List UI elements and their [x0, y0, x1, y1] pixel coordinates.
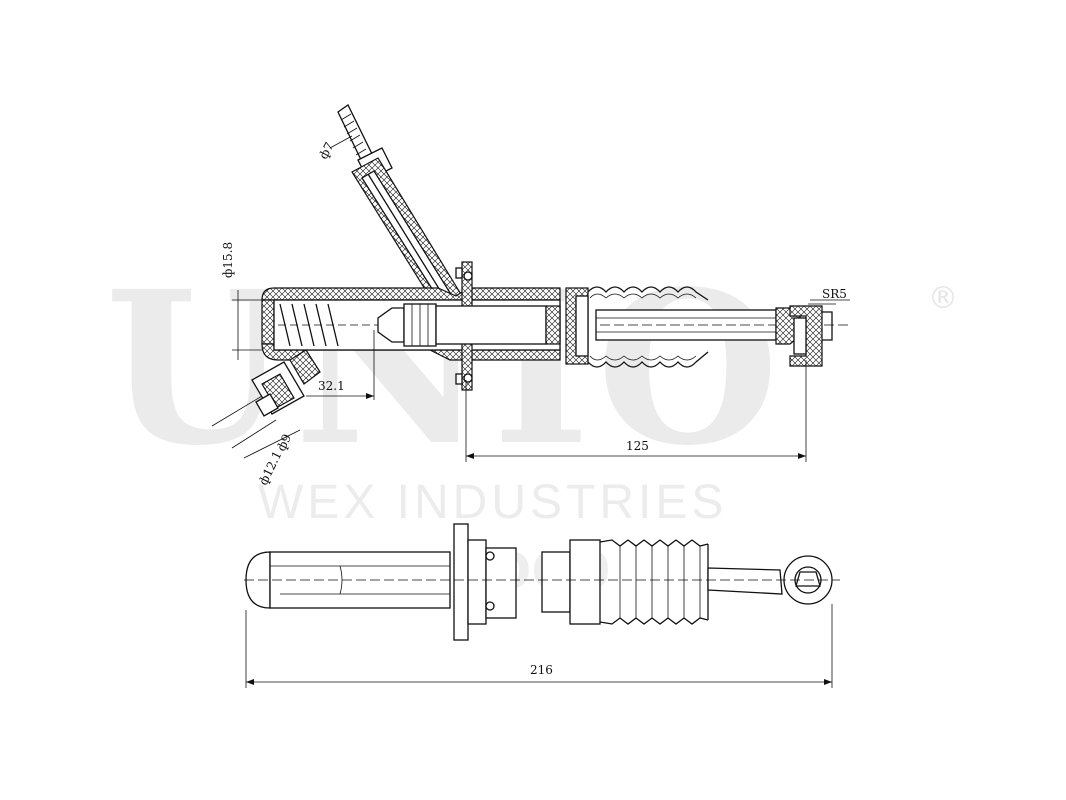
dimension-arrows — [366, 393, 806, 459]
return-spring — [278, 303, 380, 347]
dimension-lines — [211, 135, 850, 462]
piston — [377, 303, 561, 347]
exterior-view — [244, 523, 840, 688]
pushrod — [595, 309, 850, 341]
dim-phi15-8: ф15.8 — [221, 242, 235, 278]
rubber-boot — [565, 286, 709, 368]
dim-phi7: ф7 — [316, 140, 336, 162]
clevis-end — [775, 303, 836, 367]
dim-125: 125 — [626, 439, 649, 453]
watermark-registered: ® — [928, 281, 958, 316]
angled-pushrod — [337, 104, 463, 311]
dim-32-1: 32.1 — [318, 379, 345, 393]
inlet-port — [251, 349, 321, 417]
dim-phi9: ф9 — [274, 432, 294, 453]
dim-sr5: SR5 — [822, 287, 847, 301]
sectional-view — [211, 104, 850, 462]
dim-216: 216 — [530, 663, 553, 677]
watermark-subtitle: WEX INDUSTRIES — [258, 476, 727, 529]
